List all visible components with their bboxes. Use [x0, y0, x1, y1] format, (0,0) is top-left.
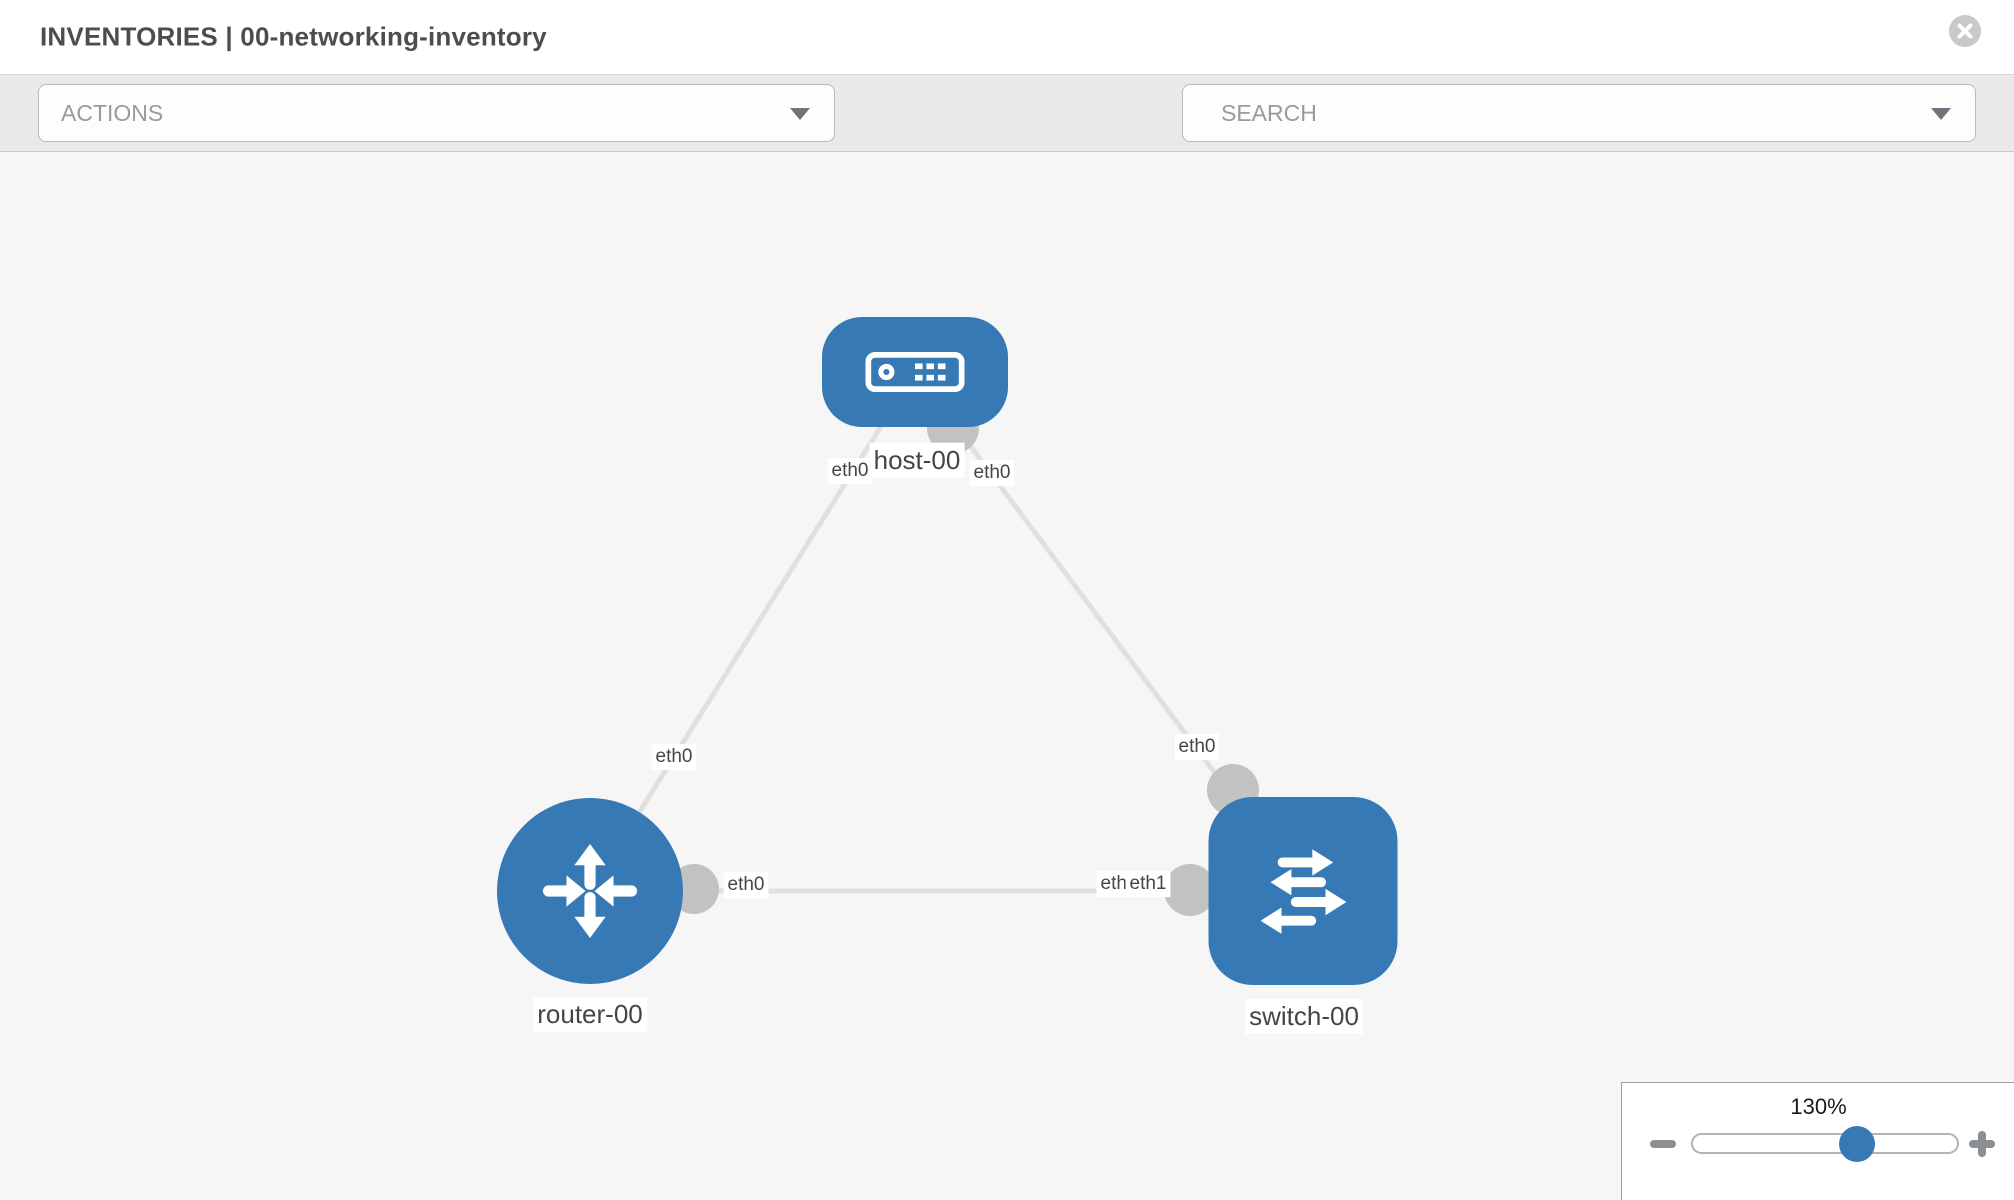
chevron-down-icon: [790, 108, 810, 120]
toolbar: ACTIONS SEARCH: [0, 74, 2014, 209]
topology-canvas[interactable]: host-00 router-00 switch-00 eth0 eth0 eth0 eth…: [0, 152, 2014, 1200]
actions-dropdown-label: ACTIONS: [61, 99, 164, 126]
router-arrows-icon: [542, 843, 638, 939]
interface-connector-dot: [1164, 864, 1216, 916]
close-icon[interactable]: [1949, 15, 1981, 47]
switch-arrows-icon: [1260, 849, 1346, 934]
node-name-label: switch-00: [1245, 998, 1363, 1034]
interface-label: eth0: [651, 744, 697, 770]
zoom-slider-thumb[interactable]: [1838, 1125, 1875, 1162]
zoom-level-value: 130%: [1790, 1094, 1847, 1119]
interface-label: eth0: [723, 872, 769, 898]
minus-icon[interactable]: [1650, 1140, 1676, 1148]
interface-label: eth0: [969, 460, 1015, 486]
interface-label: eth1: [1125, 871, 1171, 897]
host-device-icon: [865, 352, 965, 392]
node-name-label: host-00: [869, 442, 965, 478]
zoom-control-panel: 130%: [1621, 1082, 2014, 1200]
actions-dropdown[interactable]: ACTIONS: [38, 84, 835, 142]
node-host-00[interactable]: [822, 317, 1008, 427]
node-switch-00[interactable]: [1208, 797, 1398, 985]
search-placeholder: SEARCH: [1221, 99, 1317, 126]
node-router-00[interactable]: [497, 798, 683, 984]
plus-icon[interactable]: [1969, 1131, 1995, 1157]
zoom-slider[interactable]: [1691, 1125, 1959, 1162]
topology-links-layer: [587, 370, 1306, 916]
page-title: INVENTORIES | 00-networking-inventory: [40, 21, 547, 52]
header-bar: INVENTORIES | 00-networking-inventory: [0, 0, 2014, 74]
interface-label: eth0: [827, 458, 873, 484]
close-x-glyph: [1957, 23, 1973, 39]
chevron-down-icon: [1931, 108, 1951, 120]
node-name-label: router-00: [533, 996, 647, 1032]
search-input[interactable]: SEARCH: [1182, 84, 1976, 142]
interface-label: eth0: [1174, 734, 1220, 760]
